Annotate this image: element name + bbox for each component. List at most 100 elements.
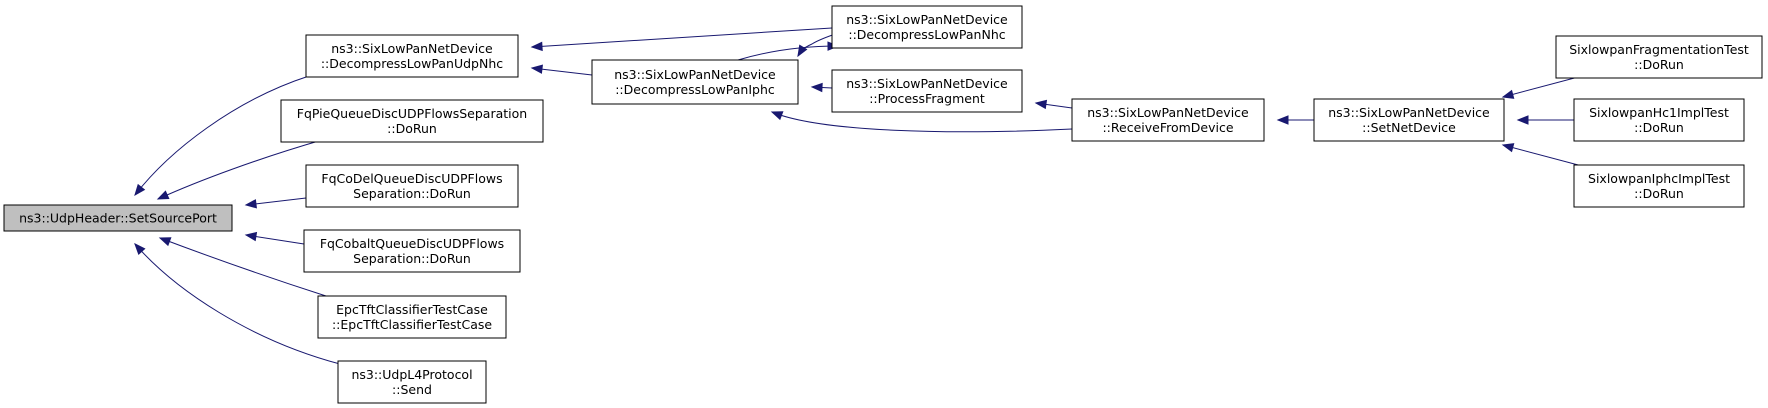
node-label-line: ::DecompressLowPanUdpNhc (321, 56, 503, 71)
node-label-line: ::DoRun (1634, 186, 1684, 201)
node-label-line: FqPieQueueDiscUDPFlowsSeparation (297, 106, 527, 121)
edge-n11-to-n10 (1276, 115, 1314, 125)
edge-n2-to-n0 (156, 139, 323, 200)
edge-n9-to-n7 (810, 82, 833, 93)
node-box (591, 59, 799, 105)
edge-line (157, 139, 323, 200)
node-label-line: ns3::UdpHeader::SetSourcePort (19, 211, 217, 226)
graph-node[interactable]: EpcTftClassifierTestCase::EpcTftClassifi… (317, 295, 507, 339)
edge-n10-to-n9 (1034, 99, 1073, 110)
graph-node[interactable]: FqCobaltQueueDiscUDPFlowsSeparation::DoR… (303, 229, 521, 273)
arrow-head-icon (797, 44, 808, 58)
edge-line (771, 111, 1073, 133)
node-label-line: ns3::SixLowPanNetDevice (1328, 105, 1490, 120)
graph-node[interactable]: ns3::SixLowPanNetDevice::ProcessFragment (831, 69, 1023, 113)
edge-line (1502, 75, 1583, 98)
arrow-head-icon (134, 242, 146, 255)
node-label-line: ::SetNetDevice (1362, 120, 1456, 135)
edge-n10-to-n7 (770, 111, 1073, 133)
edge-n7-to-n1 (530, 64, 593, 76)
graph-node[interactable]: ns3::SixLowPanNetDevice::ReceiveFromDevi… (1071, 98, 1265, 142)
nodes-layer: ns3::UdpHeader::SetSourcePort ns3::SixLow… (3, 5, 1763, 404)
node-label-line: Separation::DoRun (353, 186, 471, 201)
arrow-head-icon (244, 199, 257, 209)
node-box (3, 204, 233, 232)
arrow-head-icon (1516, 115, 1529, 125)
graph-node[interactable]: SixlowpanIphcImplTest::DoRun (1573, 164, 1745, 208)
arrow-head-icon (810, 82, 823, 93)
arrow-head-icon (1276, 115, 1289, 125)
edge-line (1502, 144, 1583, 167)
node-label-line: Separation::DoRun (353, 251, 471, 266)
node-box (1313, 98, 1505, 142)
node-label-line: ::DecompressLowPanNhc (848, 27, 1005, 42)
graph-node[interactable]: SixlowpanFragmentationTest::DoRun (1555, 35, 1763, 79)
edge-line (159, 237, 327, 297)
node-label-line: SixlowpanFragmentationTest (1569, 42, 1749, 57)
graph-node[interactable]: ns3::UdpL4Protocol::Send (337, 360, 487, 404)
node-label-line: FqCobaltQueueDiscUDPFlows (320, 236, 504, 251)
node-box (831, 69, 1023, 113)
node-box (305, 164, 519, 208)
edge-n6-to-n0 (134, 242, 341, 365)
arrow-head-icon (530, 64, 543, 74)
node-label-line: ns3::SixLowPanNetDevice (846, 76, 1008, 91)
edge-line (531, 27, 833, 48)
node-box (317, 295, 507, 339)
graph-node[interactable]: ns3::SixLowPanNetDevice::SetNetDevice (1313, 98, 1505, 142)
edge-line (737, 45, 839, 61)
node-label-line: ns3::SixLowPanNetDevice (846, 12, 1008, 27)
graph-node[interactable]: ns3::SixLowPanNetDevice::DecompressLowPa… (831, 5, 1023, 49)
arrow-head-icon (770, 111, 784, 121)
edge-n3-to-n0 (244, 197, 307, 209)
graph-node[interactable]: ns3::SixLowPanNetDevice::DecompressLowPa… (305, 34, 519, 78)
node-box (831, 5, 1023, 49)
node-label-line: SixlowpanIphcImplTest (1588, 171, 1730, 186)
node-box (1573, 98, 1745, 142)
edge-n4-to-n0 (244, 231, 305, 245)
edge-n13-to-n11 (1516, 115, 1574, 125)
arrow-head-icon (1501, 143, 1515, 153)
graph-node[interactable]: FqCoDelQueueDiscUDPFlowsSeparation::DoRu… (305, 164, 519, 208)
node-label-line: ::DoRun (387, 121, 437, 136)
node-label-line: ::ProcessFragment (869, 91, 985, 106)
node-label-line: ::ReceiveFromDevice (1102, 120, 1233, 135)
edge-n1-to-n0 (134, 75, 310, 197)
node-box (1071, 98, 1265, 142)
edge-line (134, 75, 310, 196)
node-box (1573, 164, 1745, 208)
node-label-line: ::EpcTftClassifierTestCase (332, 317, 492, 332)
node-label-line: ::DoRun (1634, 57, 1684, 72)
edge-n5-to-n0 (158, 237, 327, 297)
edge-n8-to-n7 (737, 41, 840, 61)
graph-node[interactable]: ns3::SixLowPanNetDevice::DecompressLowPa… (591, 59, 799, 105)
node-label-line: ns3::SixLowPanNetDevice (331, 41, 493, 56)
edges-layer (134, 27, 1583, 365)
node-label-line: EpcTftClassifierTestCase (336, 302, 488, 317)
edge-line (134, 243, 341, 365)
node-label-line: ::DoRun (1634, 120, 1684, 135)
edge-n8-to-n1 (530, 27, 833, 52)
node-box (1555, 35, 1763, 79)
arrow-head-icon (158, 237, 172, 247)
graph-node[interactable]: SixlowpanHc1ImplTest::DoRun (1573, 98, 1745, 142)
edge-n14-to-n11 (1501, 143, 1583, 167)
root-node: ns3::UdpHeader::SetSourcePort (3, 204, 233, 232)
node-label-line: ::Send (392, 382, 432, 397)
node-box (280, 99, 544, 143)
node-label-line: ns3::SixLowPanNetDevice (1087, 105, 1249, 120)
node-label-line: ::DecompressLowPanIphc (615, 82, 775, 97)
arrow-head-icon (134, 183, 146, 197)
node-label-line: ns3::SixLowPanNetDevice (614, 67, 776, 82)
arrow-head-icon (1501, 89, 1515, 99)
node-box (305, 34, 519, 78)
edge-n7-to-n8 (797, 32, 839, 58)
graph-node[interactable]: FqPieQueueDiscUDPFlowsSeparation::DoRun (280, 99, 544, 143)
node-label-line: ns3::UdpL4Protocol (351, 367, 472, 382)
arrow-head-icon (156, 190, 170, 200)
edge-n12-to-n11 (1501, 75, 1583, 99)
arrow-head-icon (244, 231, 258, 242)
node-label-line: FqCoDelQueueDiscUDPFlows (321, 171, 502, 186)
node-label-line: SixlowpanHc1ImplTest (1589, 105, 1729, 120)
